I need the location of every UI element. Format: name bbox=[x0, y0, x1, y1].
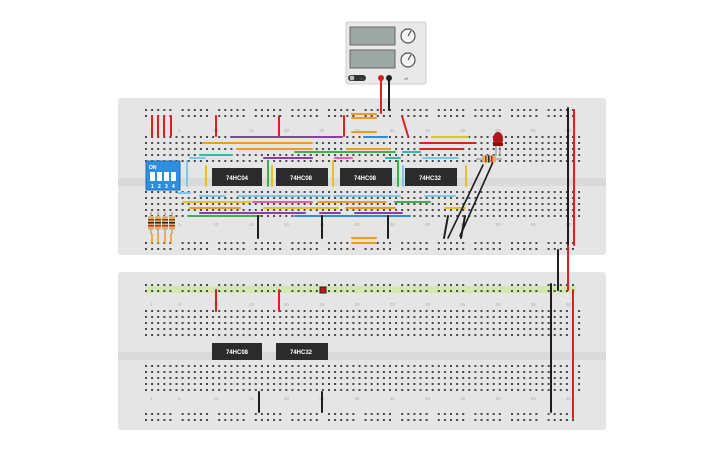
column-number: 15 bbox=[249, 128, 255, 133]
power-supply: on off bbox=[345, 21, 427, 85]
chip-bottom-1[interactable]: 74HC08 bbox=[212, 343, 262, 360]
column-number: 35 bbox=[390, 396, 396, 401]
column-number: 25 bbox=[319, 128, 325, 133]
wires bbox=[151, 79, 575, 419]
column-number: 20 bbox=[284, 302, 290, 307]
wire[interactable] bbox=[401, 115, 409, 137]
wire[interactable] bbox=[447, 164, 484, 239]
chip-top-1-label: 74HC04 bbox=[226, 176, 249, 182]
column-number: 5 bbox=[178, 222, 181, 227]
column-number: 55 bbox=[531, 396, 537, 401]
chip-bottom-2[interactable]: 74HC32 bbox=[276, 343, 328, 360]
column-number: 30 bbox=[354, 128, 360, 133]
voltage-display bbox=[349, 26, 396, 46]
column-number: 5 bbox=[178, 128, 181, 133]
column-number: 30 bbox=[354, 396, 360, 401]
breadboard-bottom-holes bbox=[145, 284, 581, 421]
column-number: 5 bbox=[178, 396, 181, 401]
chip-top-3[interactable]: 74HC08 bbox=[340, 168, 392, 186]
highlighted-rail bbox=[146, 286, 576, 293]
column-number: 40 bbox=[425, 128, 431, 133]
resistor-led[interactable] bbox=[476, 155, 502, 163]
column-number: 20 bbox=[284, 128, 290, 133]
column-number: 50 bbox=[495, 302, 501, 307]
column-number: 45 bbox=[460, 396, 466, 401]
dip-toggle-4[interactable] bbox=[171, 172, 176, 181]
dip-toggle-1[interactable] bbox=[150, 172, 155, 181]
power-on-label: on bbox=[360, 77, 364, 81]
column-number: 35 bbox=[390, 222, 396, 227]
column-number: 40 bbox=[425, 222, 431, 227]
column-number: 55 bbox=[531, 302, 537, 307]
rail-marker bbox=[319, 286, 327, 294]
dip-position-3: 3 bbox=[165, 184, 168, 190]
column-number: 50 bbox=[495, 396, 501, 401]
chip-top-4-label: 74HC32 bbox=[419, 176, 442, 182]
column-number: 35 bbox=[390, 128, 396, 133]
dip-position-4: 4 bbox=[172, 184, 175, 190]
column-number: 15 bbox=[249, 302, 255, 307]
breadboard-bottom: 1510152025303540455055601510152025303540… bbox=[118, 272, 606, 430]
column-number: 55 bbox=[531, 222, 537, 227]
dip-position-2: 2 bbox=[158, 184, 161, 190]
column-number: 10 bbox=[213, 396, 219, 401]
column-number: 30 bbox=[354, 222, 360, 227]
column-number: 1 bbox=[150, 302, 153, 307]
wire[interactable] bbox=[460, 215, 466, 239]
dip-switch[interactable]: ON 1 2 3 4 bbox=[145, 160, 181, 191]
chip-top-3-label: 74HC08 bbox=[354, 176, 377, 182]
breadboard-bottom-ravine bbox=[118, 352, 606, 360]
wire[interactable] bbox=[459, 161, 494, 237]
column-number: 50 bbox=[495, 128, 501, 133]
pulldown-resistors[interactable] bbox=[148, 212, 175, 234]
dip-on-label: ON bbox=[149, 165, 157, 171]
column-number: 15 bbox=[249, 222, 255, 227]
column-number: 15 bbox=[249, 396, 255, 401]
column-number: 40 bbox=[425, 396, 431, 401]
breadboard-bottom-column-numbers: 1510152025303540455055601510152025303540… bbox=[150, 302, 571, 401]
dip-position-1: 1 bbox=[151, 184, 154, 190]
chip-top-2[interactable]: 74HC08 bbox=[276, 168, 328, 186]
column-number: 20 bbox=[284, 222, 290, 227]
dip-toggle-3[interactable] bbox=[164, 172, 169, 181]
chip-top-2-label: 74HC08 bbox=[290, 176, 313, 182]
column-number: 1 bbox=[150, 396, 153, 401]
column-number: 60 bbox=[566, 302, 572, 307]
wire[interactable] bbox=[443, 215, 449, 239]
column-number: 35 bbox=[390, 302, 396, 307]
column-number: 50 bbox=[495, 222, 501, 227]
chip-top-1[interactable]: 74HC04 bbox=[212, 168, 262, 186]
column-number: 60 bbox=[566, 396, 572, 401]
current-display bbox=[349, 49, 396, 69]
column-number: 25 bbox=[319, 302, 325, 307]
negative-terminal[interactable] bbox=[386, 75, 392, 81]
column-number: 5 bbox=[178, 302, 181, 307]
dip-toggle-2[interactable] bbox=[157, 172, 162, 181]
chip-top-4[interactable]: 74HC32 bbox=[405, 168, 457, 186]
column-number: 45 bbox=[460, 302, 466, 307]
chip-bottom-2-label: 74HC32 bbox=[290, 350, 313, 356]
power-off-label: off bbox=[404, 77, 408, 81]
column-number: 20 bbox=[284, 396, 290, 401]
column-number: 40 bbox=[425, 302, 431, 307]
column-number: 30 bbox=[354, 302, 360, 307]
column-number: 55 bbox=[531, 128, 537, 133]
breadboard-bottom-body bbox=[118, 272, 606, 430]
red-led[interactable] bbox=[493, 132, 503, 156]
column-number: 45 bbox=[460, 128, 466, 133]
column-number: 10 bbox=[213, 222, 219, 227]
chip-bottom-1-label: 74HC08 bbox=[226, 350, 249, 356]
positive-terminal[interactable] bbox=[378, 75, 384, 81]
